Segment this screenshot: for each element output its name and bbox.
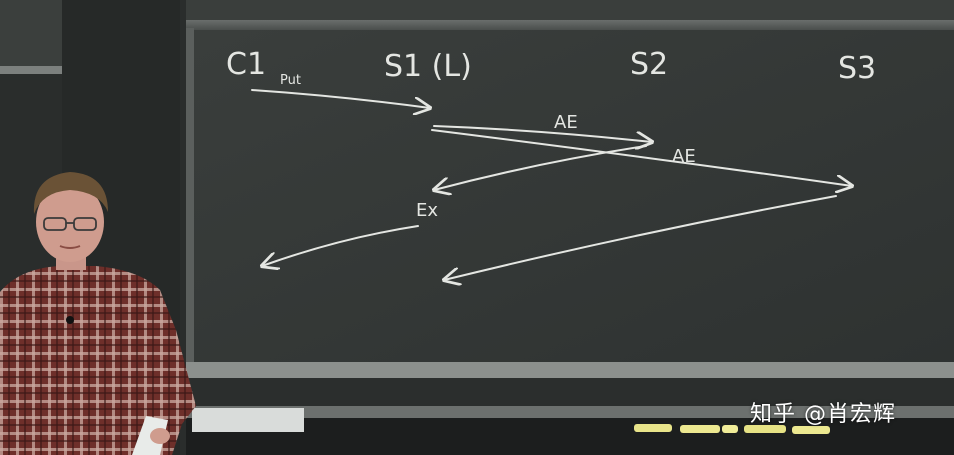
label-s2: S2: [630, 47, 668, 82]
lecturer-mouth: [59, 245, 81, 249]
lecturer: [0, 172, 196, 455]
chalk-pieces: [634, 424, 830, 434]
s2-reply-arrow: [434, 145, 647, 190]
zhihu-watermark: 知乎 @肖宏辉: [750, 402, 896, 427]
ae-arrow-to-s3: [431, 129, 852, 186]
label-c1: C1: [226, 47, 266, 82]
label-s1: S1 (L): [384, 49, 472, 84]
left-board-ledge: [0, 66, 66, 74]
label-s3: S3: [838, 51, 876, 86]
put-arrow: [251, 89, 430, 108]
label-ae-2: AE: [672, 146, 696, 167]
upper-board-strip: [186, 0, 954, 22]
lapel-microphone-icon: [66, 316, 74, 324]
chalk-tray-shadow: [186, 378, 954, 408]
left-board-panel: [0, 0, 62, 70]
lecturer-hand: [150, 428, 170, 444]
lower-board-frame: [186, 406, 954, 418]
label-put: Put: [280, 73, 301, 88]
chalkboard-left-frame: [186, 28, 194, 368]
lecturer-shirt: [0, 266, 196, 455]
handout-paper: [132, 416, 168, 455]
chalk-tray: [186, 362, 954, 378]
paper-sheet: [192, 408, 304, 432]
chalk-labels: C1 Put S1 (L) S2 S3 AE AE Ex: [226, 47, 876, 221]
chalk-diagram: [251, 89, 852, 280]
s3-reply-arrow: [444, 195, 837, 280]
lecturer-head: [36, 182, 104, 262]
label-ae-1: AE: [554, 112, 578, 133]
lecturer-hair: [33, 172, 108, 214]
glasses-icon: [43, 217, 97, 231]
upper-board-frame: [186, 20, 954, 30]
ae-arrow-to-s2: [433, 125, 652, 142]
label-ex: Ex: [416, 200, 438, 221]
floor-area: [186, 418, 954, 455]
ex-reply-arrow: [262, 225, 419, 266]
